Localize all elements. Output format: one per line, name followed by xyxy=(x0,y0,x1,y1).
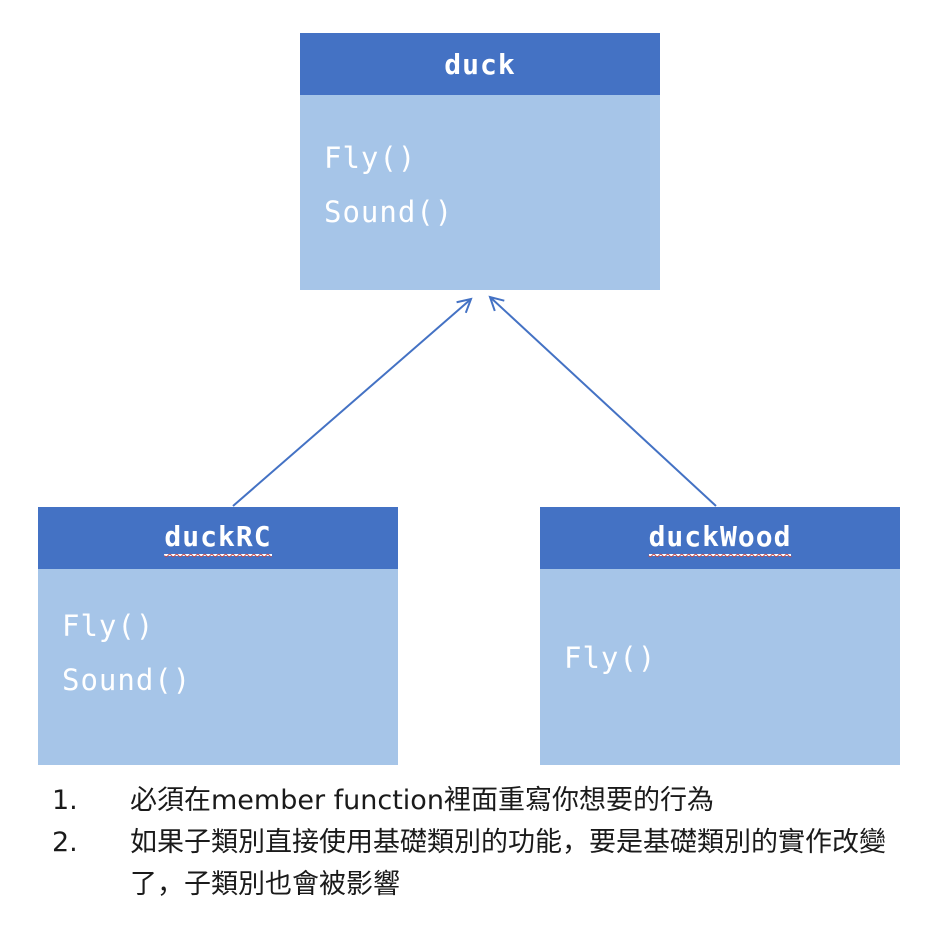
class-title-duck: duck xyxy=(300,33,660,95)
class-body-duckwood: Fly() xyxy=(540,569,900,765)
note-number-2: 2. xyxy=(52,826,78,858)
class-box-duck: duck Fly() Sound() xyxy=(300,33,660,290)
class-title-duckrc-label: duckRC xyxy=(164,520,272,556)
note-text-2: 如果子類別直接使用基礎類別的功能，要是基礎類別的實作改變了，子類別也會被影響 xyxy=(130,826,886,900)
class-title-duck-label: duck xyxy=(444,47,516,81)
class-title-duckwood: duckWood xyxy=(540,507,900,569)
method-duckrc-fly: Fly() xyxy=(62,609,155,643)
notes-list: 1. 必須在member function裡面重寫你想要的行為 2. 如果子類別… xyxy=(52,780,902,906)
note-item-2: 2. 如果子類別直接使用基礎類別的功能，要是基礎類別的實作改變了，子類別也會被影… xyxy=(52,822,902,906)
note-text-1: 必須在member function裡面重寫你想要的行為 xyxy=(130,785,714,816)
method-duck-fly: Fly() xyxy=(324,141,417,175)
class-body-duckrc: Fly() Sound() xyxy=(38,569,398,765)
class-box-duckrc: duckRC Fly() Sound() xyxy=(38,507,398,765)
method-duck-sound: Sound() xyxy=(324,195,454,229)
arrow-duckrc-to-duck xyxy=(232,297,473,507)
note-number-1: 1. xyxy=(52,785,78,816)
method-duckrc-sound: Sound() xyxy=(62,663,192,697)
note-item-1: 1. 必須在member function裡面重寫你想要的行為 xyxy=(52,780,902,822)
class-body-duck: Fly() Sound() xyxy=(300,95,660,290)
class-box-duckwood: duckWood Fly() xyxy=(540,507,900,765)
method-duckwood-fly: Fly() xyxy=(564,641,657,675)
class-title-duckrc: duckRC xyxy=(38,507,398,569)
arrow-duckwood-to-duck xyxy=(488,295,717,507)
class-title-duckwood-label: duckWood xyxy=(648,520,792,556)
